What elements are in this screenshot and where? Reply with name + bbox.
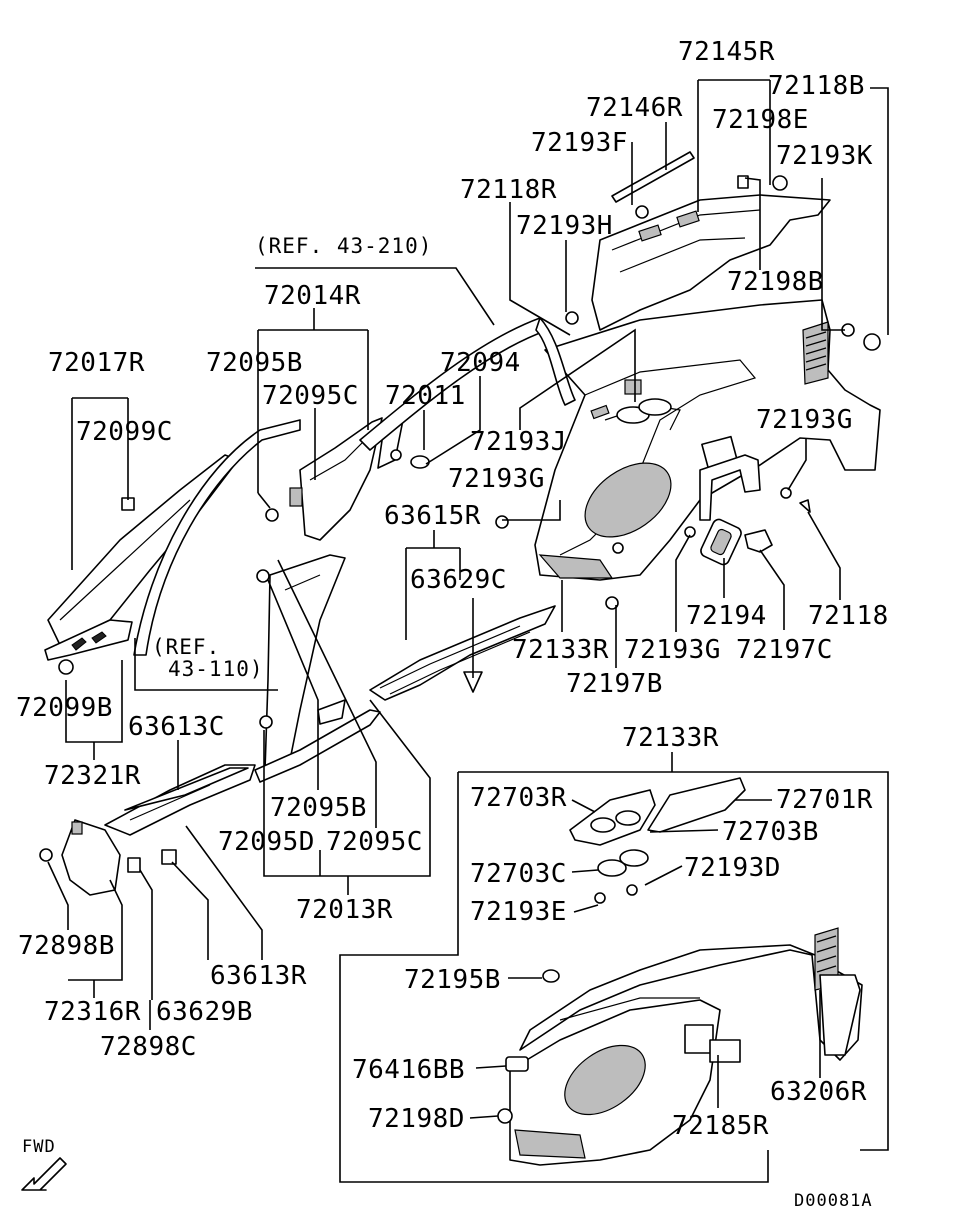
label-72094: 72094	[440, 348, 521, 378]
label-72703c: 72703C	[470, 859, 567, 889]
label-72099b: 72099B	[16, 693, 113, 723]
cup-72703c	[597, 849, 649, 877]
label-72011: 72011	[385, 381, 466, 411]
upper-quarter-trim-72145r	[591, 194, 831, 331]
label-72133r-top: 72133R	[512, 635, 609, 665]
label-72703r: 72703R	[470, 783, 567, 813]
label-72133r-box: 72133R	[622, 723, 719, 753]
front-pillar-72017r	[44, 454, 239, 661]
label-72193g-b: 72193G	[756, 405, 853, 435]
ref-label-43-210: (REF. 43-210)	[255, 234, 432, 258]
label-63615r: 63615R	[384, 501, 481, 531]
part-labels: 72145R 72118B 72146R 72198E 72193F 72193…	[16, 37, 889, 1210]
label-72013r: 72013R	[296, 895, 393, 925]
ref-arc-43-210	[359, 317, 576, 451]
label-72197c: 72197C	[736, 635, 833, 665]
inset-quarter-trim	[509, 927, 863, 1166]
step-trim-63615r	[369, 605, 556, 701]
leader-lines	[21, 79, 889, 1191]
label-72118: 72118	[808, 601, 889, 631]
label-72095c-bot: 72095C	[326, 827, 423, 857]
strip-72146r	[611, 151, 695, 203]
kick-panel-72316r	[61, 819, 121, 896]
label-72193k: 72193K	[776, 141, 873, 171]
pad-72194	[700, 518, 742, 566]
label-72193g-c: 72193G	[624, 635, 721, 665]
label-72193e: 72193E	[470, 897, 567, 927]
scuff-plate-63613c	[104, 764, 256, 836]
label-72198b: 72198B	[727, 267, 824, 297]
label-72095b-top: 72095B	[206, 348, 303, 378]
label-63613c: 63613C	[128, 712, 225, 742]
diagram-code: D00081A	[794, 1191, 873, 1210]
label-72198e: 72198E	[712, 105, 809, 135]
fwd-label: FWD	[22, 1137, 56, 1157]
label-72099c: 72099C	[76, 417, 173, 447]
label-72197b: 72197B	[566, 669, 663, 699]
label-72193f: 72193F	[531, 128, 628, 158]
label-72095c-top: 72095C	[262, 381, 359, 411]
label-76416bb: 76416BB	[352, 1055, 465, 1085]
label-72198d: 72198D	[368, 1104, 465, 1134]
label-72017r: 72017R	[48, 348, 145, 378]
ref-label-43-110-line2: 43-110)	[168, 657, 264, 681]
label-63629b: 63629B	[156, 997, 253, 1027]
label-72193g-a: 72193G	[448, 464, 545, 494]
label-63206r: 63206R	[770, 1077, 867, 1107]
label-72321r: 72321R	[44, 761, 141, 791]
label-72095b-bot: 72095B	[270, 793, 367, 823]
label-72898c: 72898C	[100, 1032, 197, 1062]
ref-arc-43-110	[133, 419, 301, 656]
fasteners	[39, 175, 881, 1124]
label-72193j: 72193J	[470, 427, 567, 457]
label-72194: 72194	[686, 601, 767, 631]
label-72316r: 72316R	[44, 997, 141, 1027]
label-72195b: 72195B	[404, 965, 501, 995]
label-72118r: 72118R	[460, 175, 557, 205]
label-72701r: 72701R	[776, 785, 873, 815]
label-72118b: 72118B	[768, 71, 865, 101]
label-63629c: 63629C	[410, 565, 507, 595]
quarter-trim-main	[534, 299, 881, 581]
label-72095d: 72095D	[218, 827, 315, 857]
label-72185r: 72185R	[672, 1111, 769, 1141]
label-72898b: 72898B	[18, 931, 115, 961]
label-63613r: 63613R	[210, 961, 307, 991]
ref-label-43-110-line1: (REF.	[152, 635, 220, 659]
label-72014r: 72014R	[264, 281, 361, 311]
label-72703b: 72703B	[722, 817, 819, 847]
label-72146r: 72146R	[586, 93, 683, 123]
label-72145r: 72145R	[678, 37, 775, 67]
clip-72197c	[744, 529, 773, 553]
label-72193d: 72193D	[684, 853, 781, 883]
label-72193h: 72193H	[516, 211, 613, 241]
cup-holder-cover-72703r	[569, 789, 656, 846]
